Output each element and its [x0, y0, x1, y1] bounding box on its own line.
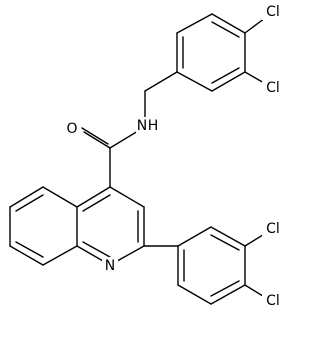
bond [211, 13, 246, 34]
bond [210, 234, 240, 251]
bond [177, 284, 212, 305]
molecule-diagram: Cl Cl N H O N Cl Cl [9, 3, 284, 309]
bond [177, 226, 212, 247]
bond [211, 71, 246, 92]
cl-label: Cl [266, 4, 280, 20]
chlorine-atom: Cl [262, 292, 284, 309]
bond [211, 21, 240, 38]
oxygen-atom: O [64, 120, 80, 137]
nitrogen-atom: N [102, 257, 118, 274]
bond [81, 127, 109, 145]
amide-nh: N H [136, 117, 162, 134]
cl-label: Cl [266, 80, 280, 96]
bond [176, 71, 213, 92]
bond [83, 131, 111, 149]
bond [244, 71, 265, 84]
bond [211, 67, 240, 84]
bond [15, 194, 44, 212]
bond [82, 194, 111, 212]
bond [210, 284, 246, 305]
bond [42, 245, 78, 266]
bond [15, 241, 44, 258]
cl-label: Cl [266, 293, 280, 309]
bond [76, 186, 111, 208]
cl-label: Cl [266, 221, 280, 237]
bond [9, 186, 44, 208]
h-label: H [148, 118, 159, 134]
atom-labels: Cl Cl N H O N Cl Cl [64, 3, 284, 309]
chlorine-atom: Cl [262, 220, 284, 237]
n-label: N [137, 118, 147, 134]
bond [109, 130, 139, 149]
bond [144, 71, 178, 92]
bond [176, 13, 213, 34]
bond [210, 226, 246, 247]
bond [9, 245, 44, 266]
bonds [9, 13, 267, 305]
bond [82, 241, 111, 258]
bond [210, 280, 240, 297]
bond [42, 186, 78, 208]
bond [109, 186, 145, 208]
o-label: O [66, 121, 77, 137]
chlorine-atom: Cl [262, 3, 284, 20]
chlorine-atom: Cl [262, 79, 284, 96]
n-label: N [105, 258, 115, 274]
bond [244, 17, 266, 34]
